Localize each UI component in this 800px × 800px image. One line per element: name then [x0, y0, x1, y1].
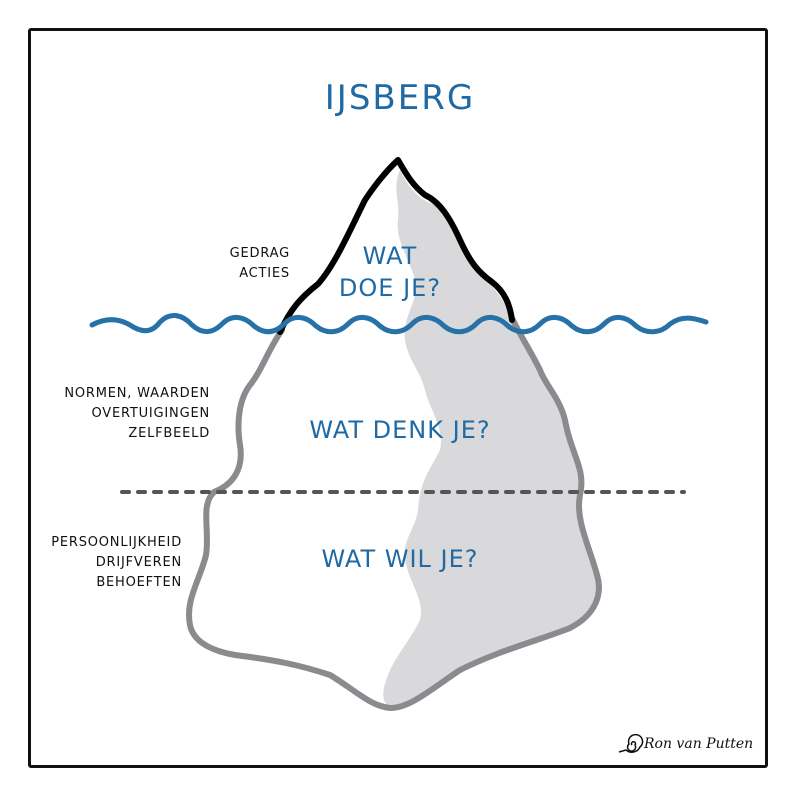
side-label-normen: NORMEN, WAARDEN [64, 386, 210, 401]
side-label-bottom: PERSOONLIJKHEID DRIJFVEREN BEHOEFTEN [51, 533, 182, 593]
author-signature: Ron van Putten [644, 736, 754, 752]
side-label-overtuigingen: OVERTUIGINGEN [91, 406, 210, 422]
spiral-icon [618, 733, 644, 753]
drawing-frame [28, 28, 768, 768]
side-label-gedrag: GEDRAG [229, 246, 290, 261]
iceberg-underwater-outline [186, 315, 602, 711]
iceberg-shadow [383, 170, 599, 708]
zone-top-line-2: DOE JE? [338, 274, 442, 303]
side-label-middle: NORMEN, WAARDEN OVERTUIGINGEN ZELFBEELD [64, 384, 210, 444]
water-surface-wave [89, 313, 709, 335]
zone-label-bottom: WAT WIL JE? [321, 545, 479, 573]
side-label-acties: ACTIES [239, 266, 290, 282]
iceberg-tip-outline [277, 157, 515, 335]
side-label-behoeften: BEHOEFTEN [96, 575, 182, 591]
zone-label-middle: WAT DENK JE? [309, 416, 491, 444]
side-label-persoonlijkheid: PERSOONLIJKHEID [51, 535, 182, 550]
zone-top-line-1: WAT [362, 242, 418, 270]
side-label-drijfveren: DRIJFVEREN [95, 555, 182, 571]
side-label-top: GEDRAG ACTIES [230, 244, 290, 284]
diagram-title: IJSBERG [324, 78, 476, 118]
side-label-zelfbeeld: ZELFBEELD [128, 426, 210, 442]
zone-label-top: WAT DOE JE? [310, 240, 470, 305]
